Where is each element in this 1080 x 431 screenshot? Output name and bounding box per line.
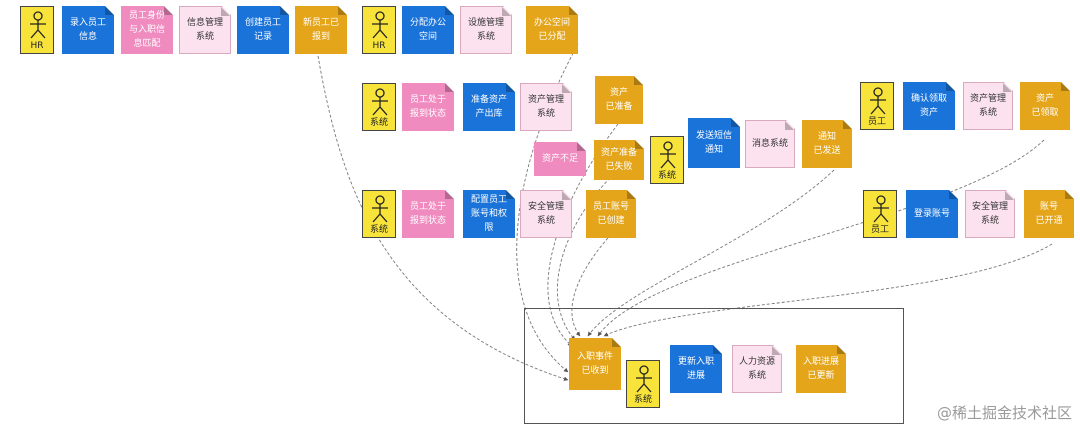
system-asset-mgmt-2: 资产管理 系统: [963, 82, 1013, 130]
policy-status-reported-1: 员工处于 报到状态: [402, 83, 454, 131]
stick-figure-icon: [660, 141, 676, 169]
edge-notice-to-event: [587, 169, 835, 337]
event-account-created: 员工账号 已创建: [586, 190, 636, 238]
event-progress-updated: 入职进展 已更新: [796, 345, 846, 393]
policy-status-reported-2: 员工处于 报到状态: [402, 190, 454, 238]
event-asset-collected: 资产 已领取: [1020, 82, 1070, 130]
event-asset-ready: 资产 已准备: [595, 76, 643, 124]
actor-label: HR: [372, 41, 386, 51]
stick-figure-icon: [870, 87, 886, 115]
event-office-space-assigned: 办公空间 已分配: [526, 6, 578, 54]
actor-label: 系统: [633, 395, 652, 405]
actor-hr-1: HR: [20, 6, 54, 54]
edge-collected-to-event: [597, 139, 1045, 337]
command-create-employee-record: 创建员工 记录: [237, 6, 289, 54]
command-update-progress: 更新入职 进展: [670, 345, 722, 393]
actor-employee-login: 员工: [863, 190, 897, 238]
command-confirm-collect-assets: 确认领取 资产: [903, 82, 955, 130]
edge-account-created-to-event: [571, 237, 609, 337]
stick-figure-icon: [372, 195, 388, 223]
command-assign-office-space: 分配办公 空间: [402, 6, 454, 54]
actor-employee-confirm: 员工: [860, 82, 894, 130]
actor-label: 员工: [870, 225, 889, 235]
stick-figure-icon: [636, 365, 652, 393]
stick-figure-icon: [873, 195, 889, 223]
system-security-mgmt-2: 安全管理 系统: [965, 190, 1015, 238]
edge-activated-to-event: [603, 243, 1053, 337]
process-frame: [524, 308, 904, 424]
actor-label: 系统: [657, 171, 676, 181]
stick-figure-icon: [30, 11, 46, 39]
system-security-mgmt: 安全管理 系统: [520, 190, 572, 238]
edge-office-to-event: [516, 43, 579, 373]
stick-figure-icon: [372, 88, 388, 116]
actor-label: 员工: [867, 117, 886, 127]
system-facility-mgmt: 设施管理 系统: [460, 6, 512, 54]
system-hr: 人力资源 系统: [732, 345, 782, 393]
command-enter-employee-info: 录入员工 信息: [62, 6, 114, 54]
event-new-employee-reported: 新员工已 报到: [295, 6, 347, 54]
event-onboarding-received: 入职事件 已收到: [569, 338, 621, 390]
actor-system-account: 系统: [362, 190, 396, 238]
actor-system-progress: 系统: [626, 360, 660, 408]
actor-label: 系统: [369, 225, 388, 235]
stick-figure-icon: [372, 11, 388, 39]
command-send-sms: 发送短信 通知: [688, 118, 740, 168]
actor-hr-2: HR: [362, 6, 396, 54]
actor-label: 系统: [369, 118, 388, 128]
command-configure-account: 配置员工 账号和权 限: [463, 190, 515, 238]
edge-reported-to-event: [317, 55, 569, 381]
actor-system-asset: 系统: [362, 83, 396, 131]
policy-asset-insufficient: 资产不足: [534, 142, 586, 176]
event-notice-sent: 通知 已发送: [802, 120, 852, 168]
actor-system-sms: 系统: [650, 136, 684, 184]
command-login-account: 登录账号: [906, 190, 958, 238]
command-prepare-assets: 准备资产 产出库: [463, 83, 515, 131]
system-message: 消息系统: [745, 120, 795, 168]
watermark: @稀土掘金技术社区: [936, 404, 1072, 422]
actor-label: HR: [30, 41, 44, 51]
event-account-activated: 账号 已开通: [1024, 190, 1074, 238]
event-asset-prep-failed: 资产准备 已失败: [594, 140, 644, 180]
system-info-mgmt: 信息管理 系统: [179, 6, 231, 54]
policy-identity-match: 员工身份 与入职信 息匹配: [121, 6, 173, 54]
system-asset-mgmt: 资产管理 系统: [520, 83, 572, 131]
